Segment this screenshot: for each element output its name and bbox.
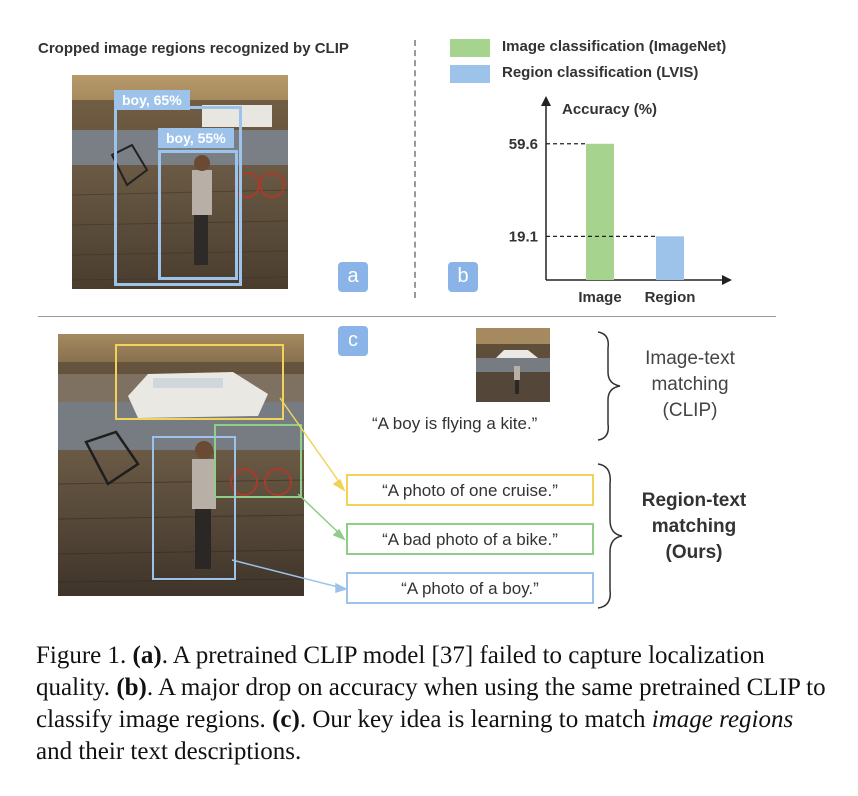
ours-label-line-1: Region-text: [641, 490, 747, 511]
brace-clip: [597, 331, 621, 441]
legend-label-imagenet: Image classification (ImageNet): [502, 38, 727, 55]
panel-a-title: Cropped image regions recognized by CLIP: [38, 40, 349, 57]
brace-ours: [597, 463, 623, 609]
ours-matching-label: Region-text matching (Ours): [624, 488, 764, 566]
connector-boy: [231, 559, 343, 589]
section-divider: [38, 316, 776, 317]
ours-label-line-2: matching: [651, 516, 737, 537]
clip-matching-label: Image-text matching (CLIP): [624, 346, 756, 424]
figure-caption: Figure 1. (a). A pretrained CLIP model […: [36, 640, 826, 768]
region-tag-2: boy, 55%: [158, 128, 234, 148]
region-box-boy: [152, 436, 236, 580]
text-box-boy: “A photo of a boy.”: [346, 572, 594, 604]
legend-swatch-imagenet: [450, 39, 490, 57]
value-label-image: 59.6: [509, 136, 538, 153]
panel-a-photo: [72, 75, 288, 289]
clip-label-line-1: Image-text: [645, 348, 735, 369]
region-tag-1: boy, 65%: [114, 90, 190, 110]
clip-thumbnail: [476, 328, 550, 402]
text-box-bike: “A bad photo of a bike.”: [346, 523, 594, 555]
region-box-2: [158, 150, 238, 280]
caption-c-text-1: . Our key idea is learning to match: [299, 706, 646, 733]
panel-c-photo: [58, 334, 304, 596]
text-box-cruise: “A photo of one cruise.”: [346, 474, 594, 506]
region-box-cruise: [115, 344, 284, 420]
arrow-bike: [332, 528, 346, 541]
panel-divider: [414, 40, 416, 298]
arrow-cruise: [332, 478, 346, 492]
clip-label-line-2: matching: [651, 374, 729, 395]
panel-b-badge: b: [448, 262, 478, 292]
clip-caption: “A boy is flying a kite.”: [372, 414, 538, 433]
ours-label-line-3: (Ours): [665, 542, 723, 563]
category-label-region: Region: [645, 289, 696, 306]
panel-c-badge: c: [338, 326, 368, 356]
panel-a-badge: a: [338, 262, 368, 292]
bar-region: [656, 236, 684, 280]
caption-c-tag: (c): [272, 706, 300, 733]
caption-a-text: . A pretrained CLIP model [37] failed to…: [36, 642, 765, 701]
caption-c-text-2: and their text descriptions.: [36, 738, 302, 765]
y-axis-label: Accuracy (%): [562, 101, 657, 118]
caption-b-text: . A major drop on accuracy when using th…: [36, 674, 826, 733]
caption-a-tag: (a): [132, 642, 162, 669]
value-label-region: 19.1: [509, 228, 538, 245]
arrow-boy: [335, 582, 349, 594]
x-axis-arrow: [722, 275, 732, 285]
legend-label-lvis: Region classification (LVIS): [502, 64, 699, 81]
caption-b-tag: (b): [116, 674, 147, 701]
connector-cruise: [279, 397, 343, 487]
bar-image: [586, 143, 614, 280]
category-label-image: Image: [578, 289, 621, 306]
caption-label: Figure 1.: [36, 642, 127, 669]
caption-c-italic: image regions: [651, 706, 794, 733]
connector-bike: [297, 493, 343, 537]
region-box-bike: [214, 424, 302, 498]
legend-swatch-lvis: [450, 65, 490, 83]
y-axis-arrow: [541, 96, 551, 106]
clip-label-line-3: (CLIP): [662, 400, 718, 421]
